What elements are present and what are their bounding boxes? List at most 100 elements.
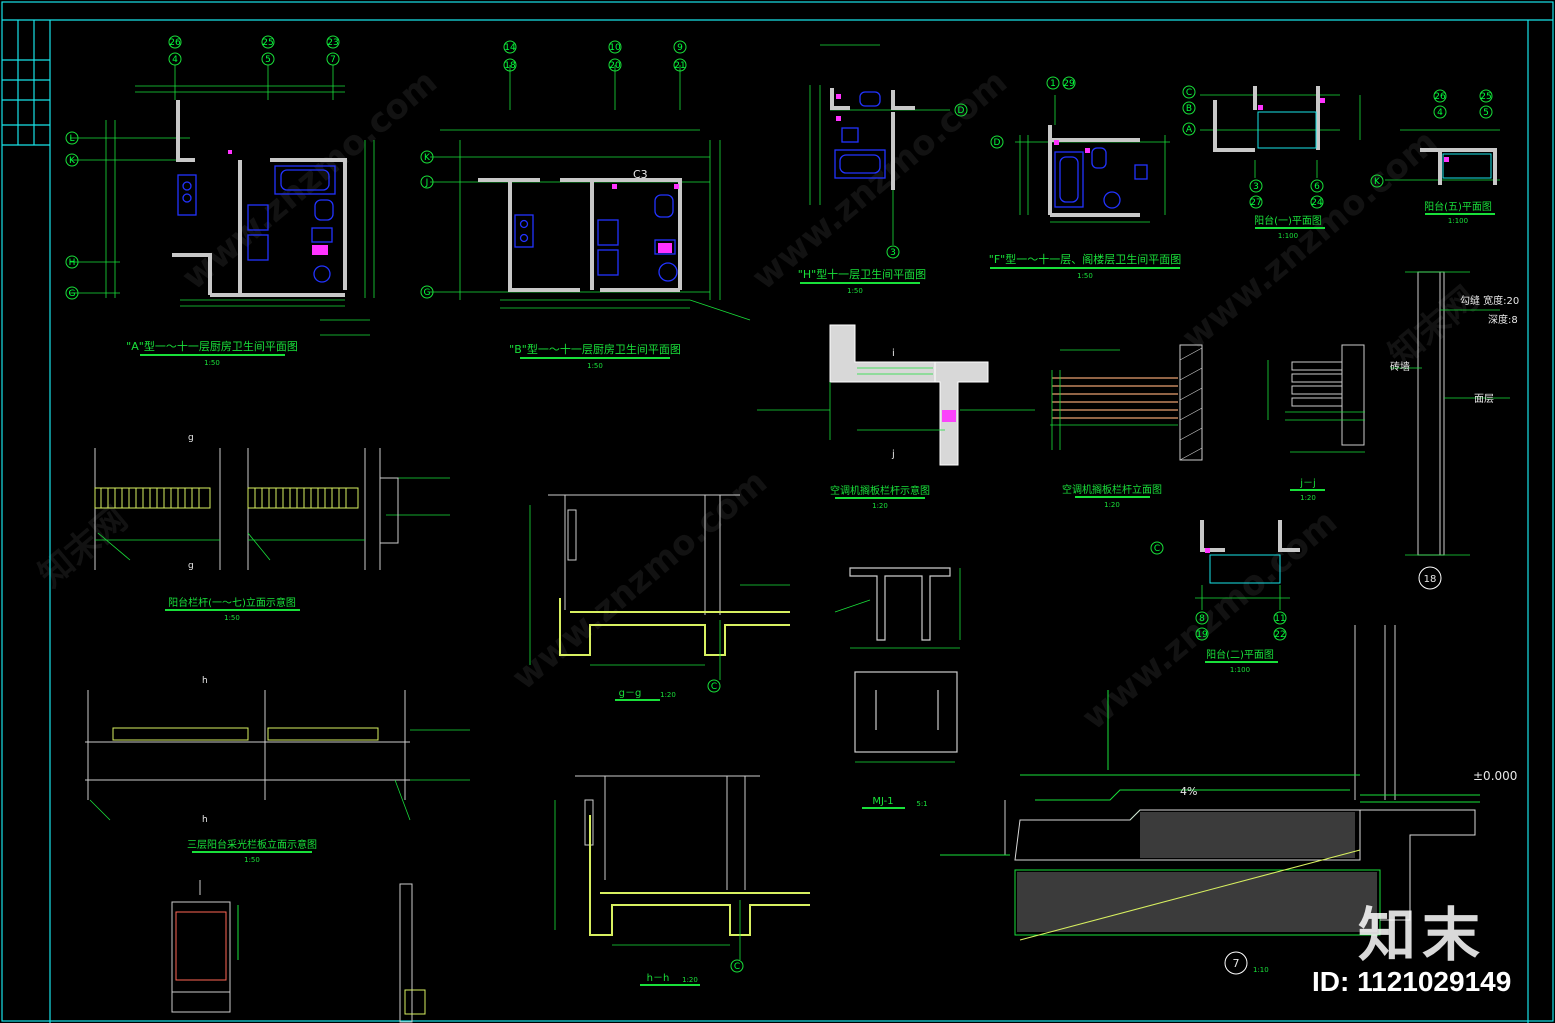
plan-balcony-1: C B A 3 27 6 24 阳台(一)平面图 1:100 bbox=[1182, 85, 1361, 240]
cut-mark: h bbox=[202, 815, 208, 825]
plan-kitchen-b: C3 14 18 10 20 9 21 K J G "B"型一～十一层厨房卫生间… bbox=[420, 40, 751, 370]
axis-label: C bbox=[1154, 544, 1160, 554]
plan-scale: 1:20 bbox=[1104, 501, 1120, 509]
cut-mark: j bbox=[891, 449, 895, 460]
axis-label: 6 bbox=[1314, 182, 1320, 192]
callout-text: 砖墙 bbox=[1390, 360, 1410, 373]
axis-label: B bbox=[1186, 104, 1192, 114]
plan-title: 空调机搁板栏杆示意图 bbox=[830, 484, 930, 497]
axis-label: L bbox=[69, 134, 74, 144]
plan-title: g－g bbox=[619, 688, 642, 699]
axis-label: 23 bbox=[327, 38, 338, 48]
plan-title: 阳台栏杆(一～七)立面示意图 bbox=[168, 596, 296, 609]
plan-title: 阳台(一)平面图 bbox=[1254, 214, 1322, 227]
plan-scale: 1:20 bbox=[660, 691, 676, 699]
callout-text: 面层 bbox=[1474, 393, 1494, 405]
cut-mark: g bbox=[188, 433, 194, 443]
axis-label: 1 bbox=[1050, 79, 1056, 89]
axis-label: K bbox=[69, 156, 76, 166]
plan-scale: 1:50 bbox=[847, 287, 863, 295]
image-id-label: ID: 1121029149 bbox=[1312, 966, 1512, 997]
axis-label: 27 bbox=[1250, 198, 1261, 208]
axis-label: 26 bbox=[169, 38, 181, 48]
plan-title: "F"型一～十一层、阁楼层卫生间平面图 bbox=[989, 252, 1181, 266]
plan-kitchen-a: 26 4 25 5 23 7 L K H G "A"型一～十一层厨房卫生间平面图… bbox=[65, 35, 375, 367]
watermark-logo: 知末 bbox=[1358, 901, 1487, 969]
axis-label: 20 bbox=[609, 61, 621, 71]
plan-scale: 1:50 bbox=[224, 614, 240, 622]
axis-label: D bbox=[994, 138, 1001, 148]
plan-title: "B"型一～十一层厨房卫生间平面图 bbox=[509, 342, 681, 356]
detail-18: 勾缝 宽度:20 深度:8 砖墙 面层 18 bbox=[1390, 271, 1519, 590]
plan-scale: 1:20 bbox=[872, 502, 888, 510]
axis-label: 5 bbox=[1483, 108, 1489, 118]
axis-label: C bbox=[1186, 88, 1192, 98]
callout-c3: C3 bbox=[633, 168, 648, 181]
axis-label: 29 bbox=[1063, 79, 1075, 89]
detail-mj1: MJ-1 5:1 bbox=[834, 567, 961, 809]
axis-label: 9 bbox=[677, 43, 683, 53]
axis-label: A bbox=[1186, 125, 1193, 135]
axis-label: 25 bbox=[1480, 92, 1491, 102]
detail-number: 7 bbox=[1233, 957, 1240, 970]
cut-mark: h bbox=[202, 676, 208, 686]
axis-label: 3 bbox=[1253, 182, 1259, 192]
plan-scale: 5:1 bbox=[916, 800, 927, 808]
plan-title: 阳台(二)平面图 bbox=[1206, 648, 1274, 661]
section-gg: C g－g 1:20 bbox=[529, 494, 790, 701]
axis-label: 3 bbox=[890, 248, 896, 258]
plan-scale: 1:50 bbox=[587, 362, 603, 370]
callout-text: 深度:8 bbox=[1488, 313, 1518, 326]
axis-label: J bbox=[425, 178, 429, 188]
axis-label: 24 bbox=[1311, 198, 1323, 208]
elevation-balcony-railing: g g 阳台栏杆(一～七)立面示意图 1:50 bbox=[94, 433, 450, 622]
plan-title: "A"型一～十一层厨房卫生间平面图 bbox=[126, 339, 298, 353]
axis-label: 7 bbox=[330, 55, 336, 65]
axis-label: 19 bbox=[1196, 630, 1208, 640]
axis-label: C bbox=[711, 682, 717, 692]
axis-label: 11 bbox=[1274, 614, 1285, 624]
plan-ac-shelf: i j 空调机搁板栏杆示意图 1:20 bbox=[757, 324, 1035, 510]
plan-scale: 1:20 bbox=[1300, 494, 1316, 502]
plan-balcony-5: 26 25 4 5 K 阳台(五)平面图 1:100 bbox=[1370, 89, 1500, 225]
axis-label: C bbox=[734, 962, 740, 972]
plan-scale: 1:50 bbox=[244, 856, 260, 864]
axis-label: K bbox=[1374, 177, 1381, 187]
plan-bath-h: D 3 "H"型十一层卫生间平面图 1:50 bbox=[798, 44, 968, 295]
axis-label: 4 bbox=[172, 55, 178, 65]
detail-7-ground: 4% ±0.000 7 1:10 bbox=[940, 625, 1517, 975]
slope-label: 4% bbox=[1180, 785, 1197, 798]
callout-text: 勾缝 宽度:20 bbox=[1460, 294, 1519, 307]
level-label: ±0.000 bbox=[1473, 769, 1517, 783]
elevation-ac: 空调机搁板栏杆立面图 1:20 bbox=[1050, 344, 1203, 509]
axis-label: K bbox=[424, 153, 431, 163]
plan-title: 三层阳台采光栏板立面示意图 bbox=[187, 838, 317, 851]
axis-bubbles bbox=[65, 35, 340, 300]
plan-title: MJ-1 bbox=[872, 796, 893, 807]
plan-scale: 1:100 bbox=[1230, 666, 1250, 674]
axis-label: H bbox=[69, 258, 76, 268]
axis-label: 5 bbox=[265, 55, 271, 65]
cut-mark: g bbox=[188, 561, 194, 571]
axis-label: 4 bbox=[1437, 108, 1443, 118]
cut-mark: i bbox=[892, 348, 895, 359]
axis-label: 8 bbox=[1199, 614, 1205, 624]
plan-bath-f: 1 29 D "F"型一～十一层、阁楼层卫生间平面图 1:50 bbox=[989, 76, 1181, 280]
detail-door-i bbox=[171, 880, 426, 1023]
axis-label: 14 bbox=[504, 43, 516, 53]
plan-title: 空调机搁板栏杆立面图 bbox=[1062, 483, 1162, 496]
plan-title: "H"型十一层卫生间平面图 bbox=[798, 267, 926, 281]
axis-label: 25 bbox=[262, 38, 273, 48]
detail-number: 18 bbox=[1424, 574, 1437, 585]
axis-label: G bbox=[69, 289, 76, 299]
plan-balcony-2: C 8 19 11 22 阳台(二)平面图 1:100 bbox=[1150, 520, 1300, 674]
axis-label: G bbox=[424, 288, 431, 298]
axis-label: 10 bbox=[609, 43, 621, 53]
section-hh: C h－h 1:20 bbox=[554, 775, 810, 986]
axis-label: 18 bbox=[504, 61, 516, 71]
plan-scale: 1:10 bbox=[1253, 966, 1269, 974]
plan-scale: 1:50 bbox=[1077, 272, 1093, 280]
axis-label: 21 bbox=[674, 61, 685, 71]
section-jj: j－j 1:20 bbox=[1267, 344, 1365, 502]
